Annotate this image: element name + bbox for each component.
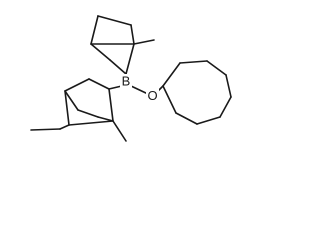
bond [130, 85, 149, 95]
bond [109, 59, 127, 75]
oxygen-atom-label: O [147, 88, 157, 103]
bond [90, 15, 99, 45]
cyclic-alkoxy-ring [162, 60, 232, 125]
bond [59, 124, 70, 130]
bond [130, 24, 135, 45]
bond [68, 120, 114, 126]
bond [108, 88, 114, 122]
oxygen-label-mask [146, 88, 159, 102]
bond [175, 112, 198, 125]
bond [162, 85, 177, 114]
bond [196, 116, 221, 125]
bond [179, 60, 208, 64]
boron-atom-label: B [122, 74, 131, 89]
bond [97, 15, 132, 26]
bond [219, 96, 232, 118]
bond [162, 62, 181, 87]
chemical-structure-diagram: B O [30, 15, 232, 142]
bond [133, 39, 155, 45]
bond [206, 60, 227, 76]
bond [225, 74, 232, 98]
bond [88, 78, 110, 90]
boron-label-mask [120, 74, 132, 88]
bond [30, 128, 61, 131]
bond [112, 120, 127, 142]
bond [64, 90, 79, 111]
bond [125, 43, 135, 75]
bond [90, 43, 111, 61]
bond [97, 116, 114, 122]
lower-pinane-fragment [30, 78, 127, 142]
bond [64, 90, 70, 126]
bond [77, 109, 99, 118]
bond [64, 78, 90, 92]
upper-pinane-fragment [90, 15, 155, 75]
